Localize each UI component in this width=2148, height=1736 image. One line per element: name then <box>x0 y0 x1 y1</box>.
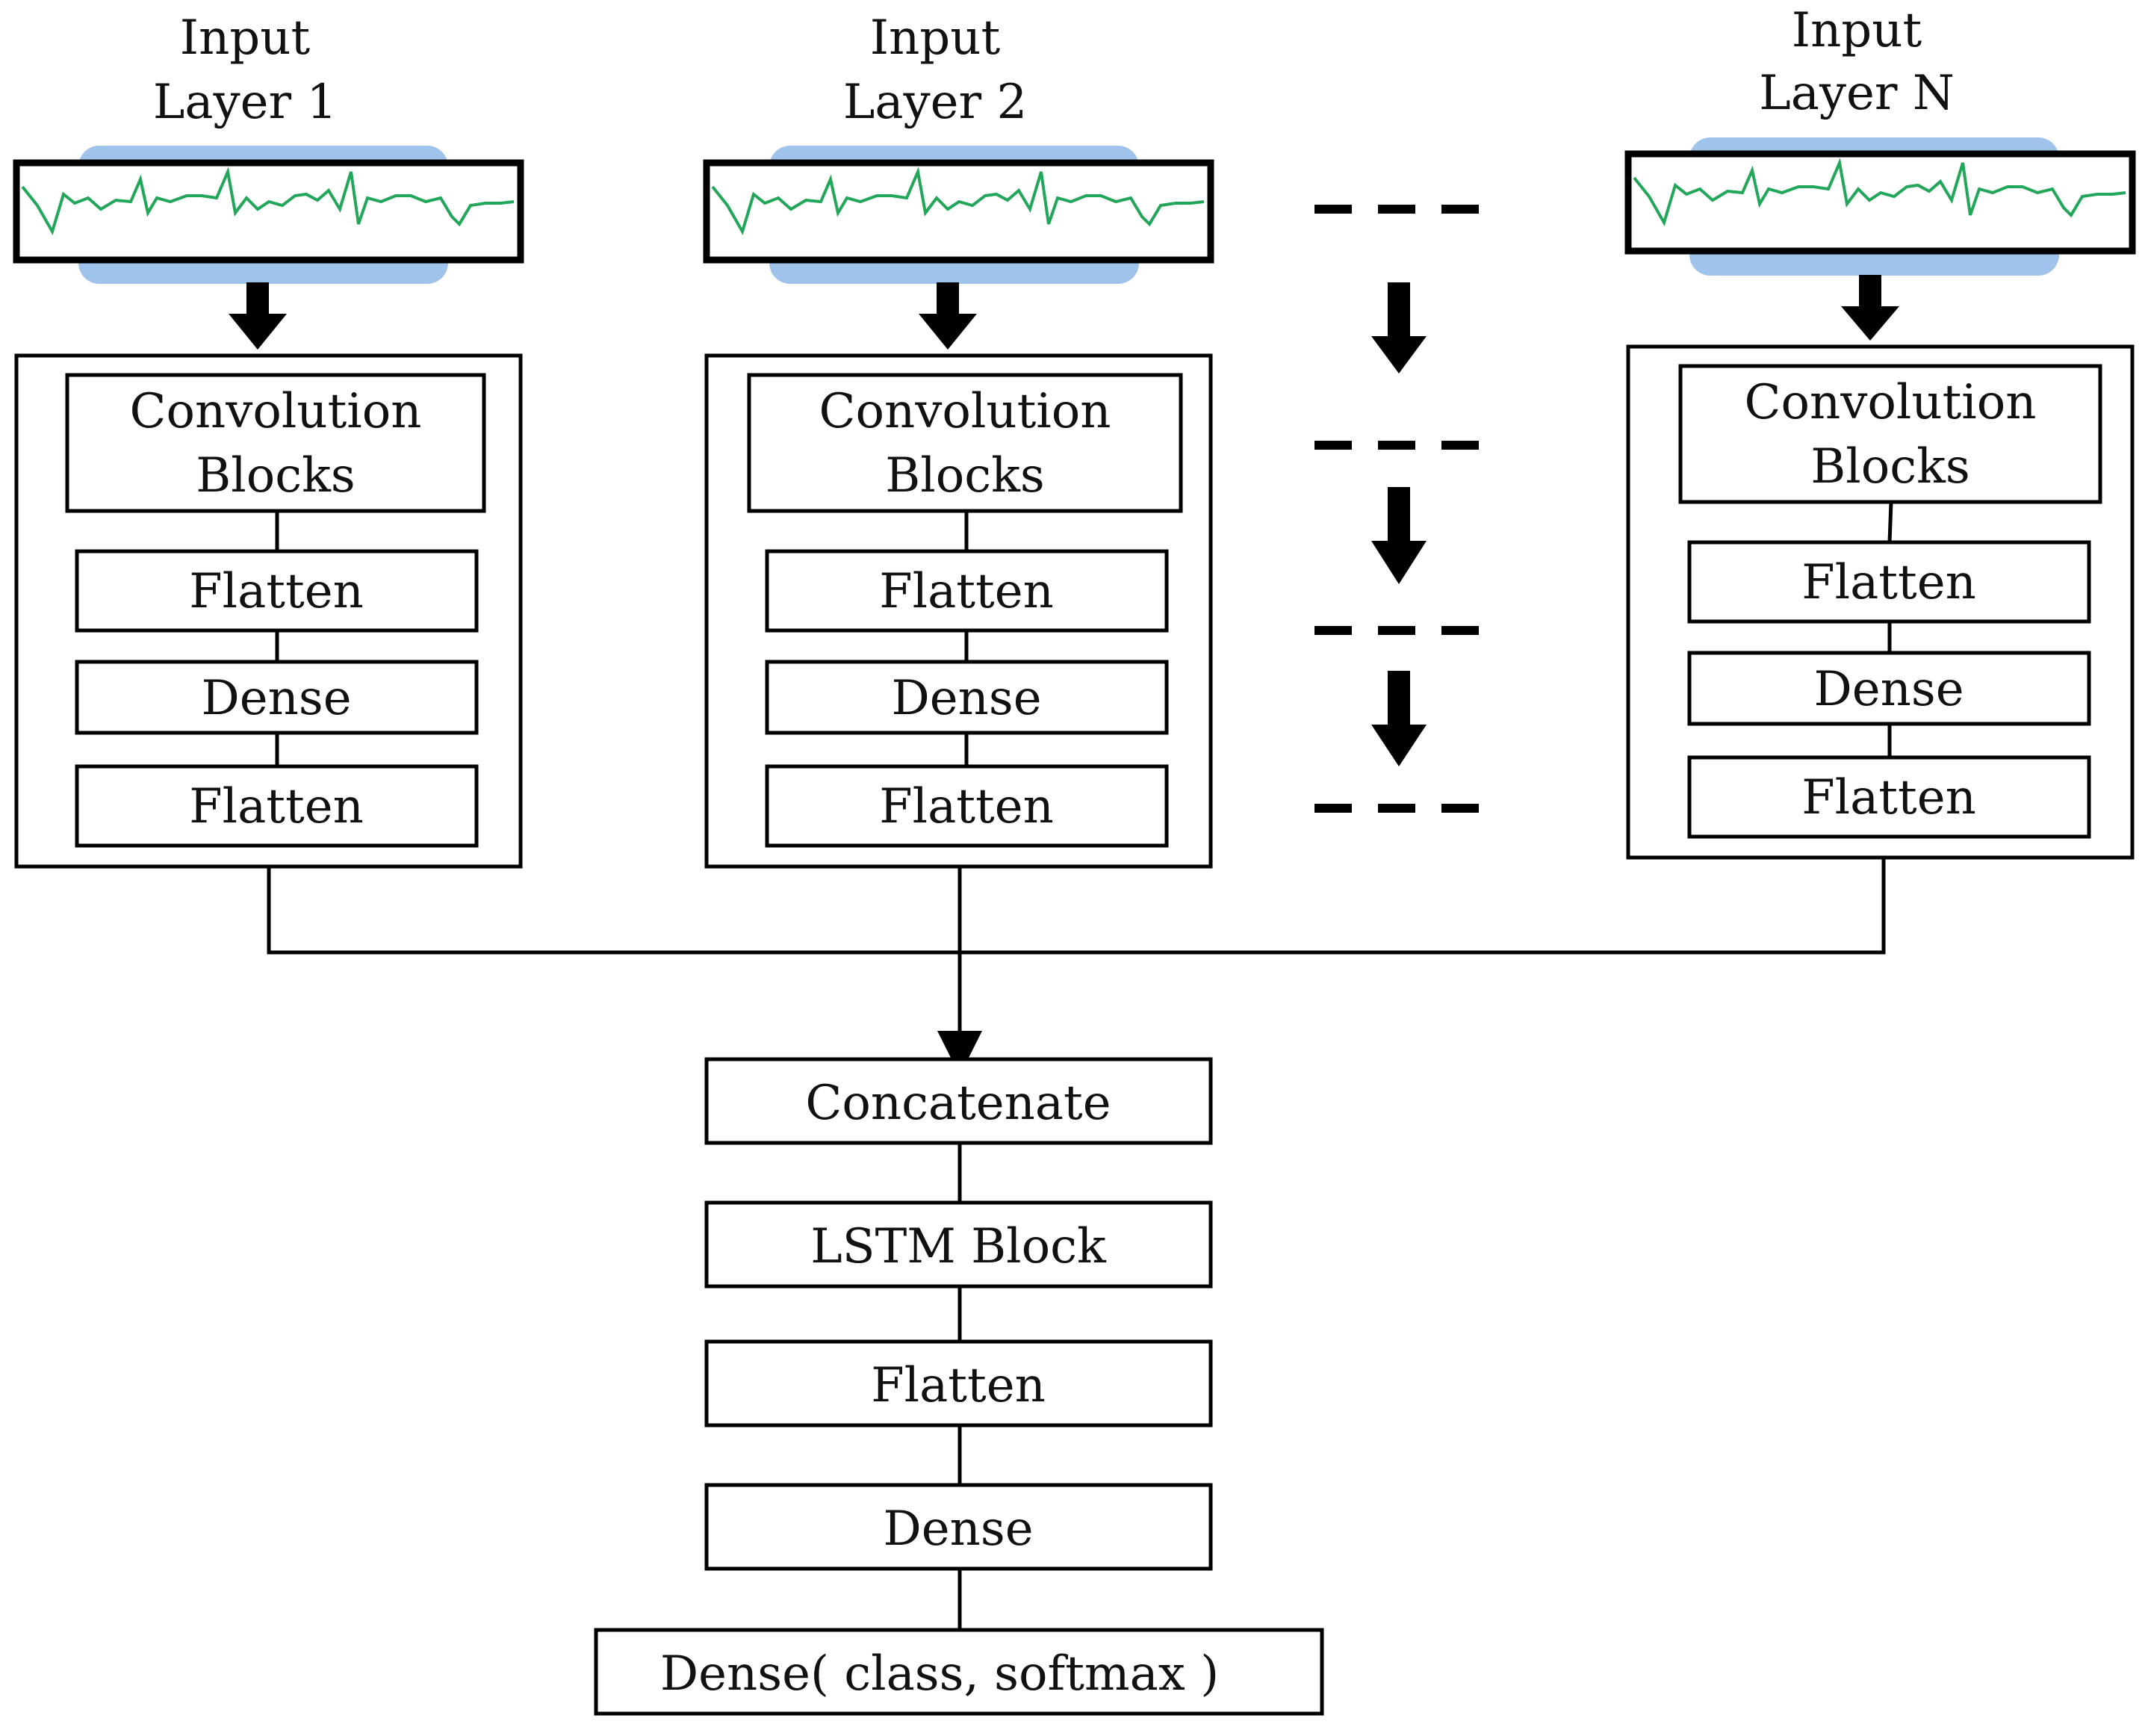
branch-2-input-label-line1: Input <box>870 10 1001 66</box>
branch-n-input-label-line1: Input <box>1792 3 1922 58</box>
branch-2-input-label-line2: Layer 2 <box>843 75 1027 130</box>
branch-n-flatten-1 <box>1687 540 2091 624</box>
output-dense-label: Dense( class, softmax ) <box>660 1646 1219 1702</box>
merge-connector <box>267 858 1886 1076</box>
branch-n-conv-block <box>1678 364 2102 504</box>
branch-n-container <box>1626 344 2135 860</box>
down-arrow-icon <box>1371 487 1427 584</box>
ecg-signal-icon <box>1624 137 2136 276</box>
branch-1-conv-line2: Blocks <box>196 448 356 503</box>
branch-n-flatten-1-label: Flatten <box>1801 555 1976 610</box>
branch-2-flatten-2-label: Flatten <box>879 779 1054 834</box>
ecg-signal-icon <box>703 146 1214 284</box>
output-dense-block <box>594 1628 1324 1716</box>
ecg-signal-icon <box>13 146 524 284</box>
concatenate-block <box>704 1057 1213 1145</box>
branch-1-conv-line1: Convolution <box>129 384 421 439</box>
branch-1-input-label-line2: Layer 1 <box>153 75 337 130</box>
branch-n-flatten-2-label: Flatten <box>1801 770 1976 825</box>
branch-1-input-label-line1: Input <box>180 10 311 66</box>
branch-1-flatten-1-label: Flatten <box>189 564 364 619</box>
branch-2-flatten-1-label: Flatten <box>879 564 1054 619</box>
branch-n-input-label-line2: Layer N <box>1759 66 1955 121</box>
branch-2-dense <box>765 660 1169 735</box>
down-arrow-icon <box>229 282 287 350</box>
branch-n: Input Layer N Convolution Blocks Flatten… <box>1624 3 2136 860</box>
down-arrow-icon <box>1371 671 1427 766</box>
concatenate-label: Concatenate <box>805 1076 1111 1131</box>
branch-2: Input Layer 2 Convolution Blocks Flatten… <box>703 10 1214 869</box>
branch-1-dense-label: Dense <box>201 671 351 726</box>
branch-1-flatten-2 <box>75 764 479 848</box>
branch-1-dense <box>75 660 479 735</box>
down-arrow-icon <box>1841 275 1899 341</box>
head-dense-block <box>704 1483 1213 1571</box>
lstm-label: LSTM Block <box>810 1219 1107 1274</box>
dashed-ellipsis-icon <box>1314 205 1486 813</box>
branch-2-conv-line2: Blocks <box>885 448 1045 503</box>
branch-2-conv-line1: Convolution <box>819 384 1111 439</box>
branch-2-dense-label: Dense <box>891 671 1041 726</box>
head-flatten-label: Flatten <box>871 1358 1046 1413</box>
down-arrow-icon <box>1371 282 1427 373</box>
head-stack: Concatenate LSTM Block Flatten Dense Den… <box>594 1057 1324 1716</box>
branch-1-flatten-2-label: Flatten <box>189 779 364 834</box>
down-arrow-icon <box>919 282 977 350</box>
branch-n-dense <box>1687 651 2091 726</box>
head-dense-label: Dense <box>883 1501 1033 1557</box>
branch-n-conv-line2: Blocks <box>1810 439 1970 495</box>
branch-1: Input Layer 1 Convolution Blocks Flatten… <box>13 10 524 869</box>
branch-n-conv-line1: Convolution <box>1744 375 2036 430</box>
branch-n-dense-label: Dense <box>1813 662 1964 717</box>
branch-2-flatten-1 <box>765 549 1169 633</box>
branch-2-flatten-2 <box>765 764 1169 848</box>
branch-1-conv-block <box>65 373 486 513</box>
branch-n-flatten-2 <box>1687 755 2091 839</box>
